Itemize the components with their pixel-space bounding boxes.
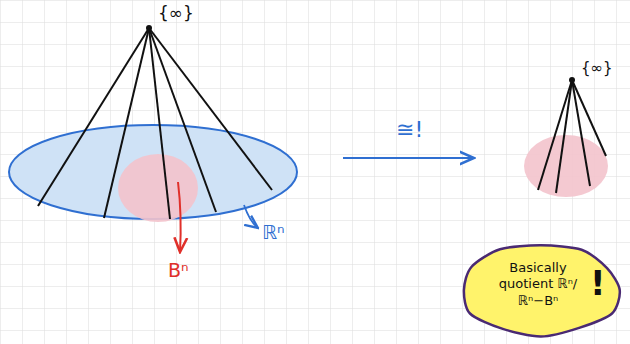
leader-arrow xyxy=(178,182,181,252)
cone-lines xyxy=(538,80,606,193)
exclamation-mark: ! xyxy=(590,262,606,305)
ball-blob xyxy=(118,154,198,222)
apex-point xyxy=(569,77,575,83)
leader-arrow xyxy=(244,205,258,228)
map-symbol: ≅! xyxy=(396,118,423,142)
map-arrow xyxy=(343,157,474,159)
math-label: Bⁿ xyxy=(168,260,189,281)
cone-lines xyxy=(38,28,272,219)
blob-outline xyxy=(464,245,620,336)
math-label: ℝⁿ xyxy=(262,222,285,243)
math-label: {∞} xyxy=(581,60,613,77)
apex-point xyxy=(146,25,152,31)
note-blob: Basically quotient ℝⁿ/ℝⁿ−Bⁿ! xyxy=(456,240,626,340)
ball-blob xyxy=(524,135,608,197)
note-text: Basically quotient ℝⁿ/ℝⁿ−Bⁿ xyxy=(490,260,586,309)
math-label: {∞} xyxy=(158,4,194,23)
